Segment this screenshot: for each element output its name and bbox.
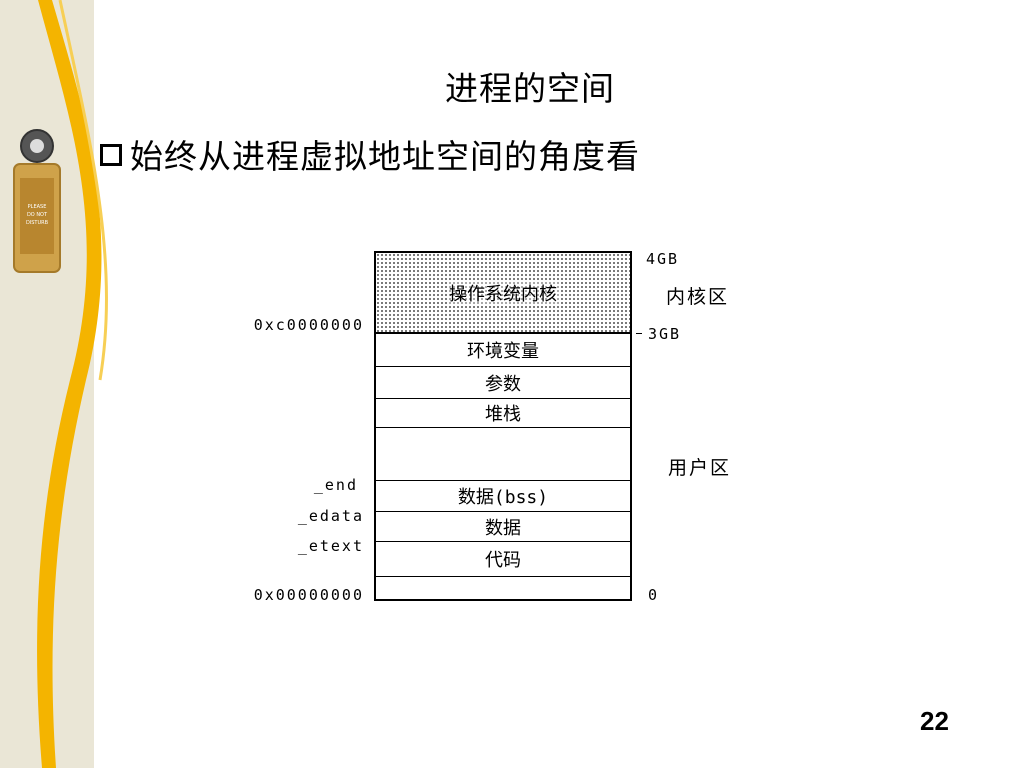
label-zero: 0 [648, 586, 660, 604]
segment-args: 参数 [376, 367, 630, 399]
door-sign-text: DISTURB [26, 220, 49, 226]
label-etext: _etext [297, 537, 364, 555]
segment-stack: 堆栈 [376, 399, 630, 428]
label-edata: _edata [297, 507, 364, 525]
label-kernel-base: 0xc0000000 [253, 316, 364, 334]
segment-bss: 数据(bss) [376, 481, 630, 512]
segment-label: 堆栈 [485, 404, 521, 425]
label-4gb: 4GB [646, 250, 680, 268]
page-number: 22 [920, 706, 949, 736]
segment-label: 数据 [485, 517, 521, 539]
tick-3gb [636, 333, 642, 334]
segment-data: 数据 [376, 512, 630, 542]
segment-bottom [376, 577, 630, 601]
label-3gb: 3GB [648, 325, 682, 343]
segment-code: 代码 [376, 542, 630, 577]
segment-label: 参数 [485, 373, 521, 395]
label-zero-address: 0x00000000 [253, 586, 364, 604]
segment-kernel: 操作系统内核 [376, 253, 630, 334]
memory-layout-diagram: 操作系统内核 环境变量 参数 堆栈 数据(bss) 数据 代码 [374, 251, 632, 601]
segment-label: 环境变量 [467, 341, 539, 362]
door-sign-text: DO NOT [27, 212, 48, 218]
region-kernel: 内核区 [666, 286, 730, 308]
label-end: _end [313, 476, 358, 494]
segment-label: 操作系统内核 [447, 279, 559, 306]
door-hanger-icon: PLEASE DO NOT DISTURB [13, 129, 61, 273]
segment-label: 数据(bss) [457, 487, 549, 508]
square-bullet-icon [100, 144, 122, 166]
segment-free [376, 428, 630, 481]
bullet-item: 始终从进程虚拟地址空间的角度看 [100, 130, 640, 178]
segment-label: 代码 [485, 550, 521, 571]
door-sign-text: PLEASE [28, 204, 47, 210]
segment-env: 环境变量 [376, 334, 630, 367]
yellow-swoosh-decoration [37, 0, 108, 768]
bullet-text: 始终从进程虚拟地址空间的角度看 [130, 137, 640, 176]
slide-title: 进程的空间 [445, 69, 615, 108]
region-user: 用户区 [668, 457, 732, 479]
